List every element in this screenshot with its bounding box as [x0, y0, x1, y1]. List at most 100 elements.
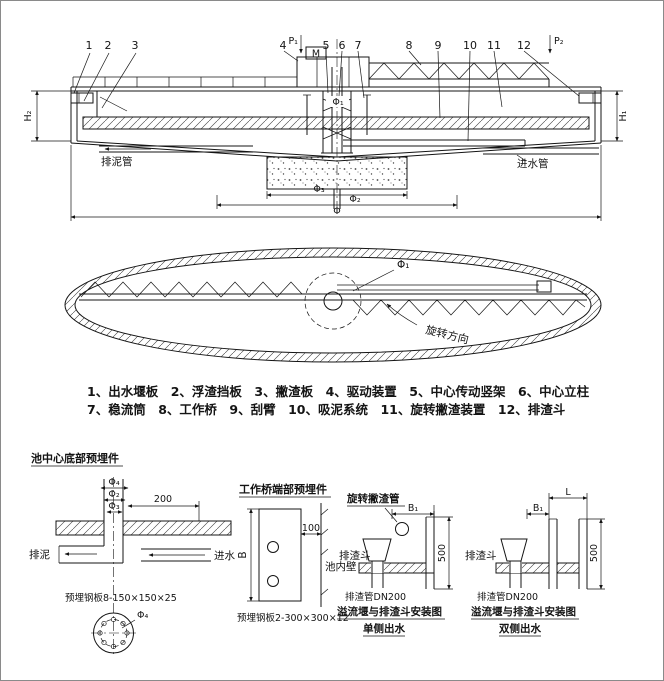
load-p1-label: P₁: [288, 36, 298, 47]
center-cage-plan: [304, 272, 362, 330]
detail-double-hopper-label: 排渣斗: [465, 549, 497, 562]
detail-phi4-label: Φ₄: [108, 477, 119, 488]
detail-phi3-label: Φ₃: [108, 501, 119, 512]
skimmer-pipe-section: [395, 522, 409, 536]
bridge-truss: [368, 62, 550, 87]
scum-hopper-right: [578, 92, 602, 104]
center-pipe-dims: [100, 486, 200, 521]
dim-500-single: [434, 516, 453, 590]
suction-pipe: [343, 139, 526, 147]
detail-double-500-label: 500: [589, 544, 600, 562]
diameter-dimensions: [70, 145, 602, 221]
detail-single-caption: 溢流堰与排渣斗安装图: [337, 605, 442, 618]
detail-double-l-label: L: [565, 487, 571, 498]
detail-center-base-title: 池中心底部预埋件: [31, 451, 119, 465]
scraper-arm-band: [82, 116, 590, 130]
inlet-pipe: [483, 147, 599, 162]
inlet-branch-pipe: [141, 548, 211, 562]
drain-pipe-label: 排泥管: [101, 155, 133, 168]
callout-12-label: 12: [517, 39, 531, 52]
dim-h-right-label: H₁: [618, 110, 629, 121]
detail-single-500-label: 500: [437, 544, 448, 562]
callout-2-label: 2: [105, 39, 112, 52]
weir-base-double-left: [495, 562, 550, 574]
dim-b: [247, 508, 259, 602]
detail-bridge-plate-note: 预埋钢板2-300×300×12: [237, 612, 349, 624]
load-p2-label: P₂: [554, 36, 564, 47]
rotation-arrow: [386, 303, 418, 326]
detail-bridge-end: 工作桥端部预埋件 100 B 池内壁 预埋钢板2-300×300×12: [237, 482, 357, 624]
scraper-arms-plan: [79, 281, 587, 316]
embedded-plate: [258, 508, 302, 602]
center-drain-pipe: [58, 479, 124, 564]
callout-8-label: 8: [406, 39, 413, 52]
motor-label: M: [312, 49, 320, 60]
weir-walls-double: [548, 518, 588, 589]
callout-9-label: 9: [435, 39, 442, 52]
handrail: [72, 76, 298, 87]
phi1-label-bg: [326, 96, 349, 107]
detail-200-label: 200: [154, 494, 172, 505]
callout-10-label: 10: [463, 39, 477, 52]
dim-b1-double: [526, 509, 550, 519]
inlet-pipe-label: 进水管: [517, 157, 549, 170]
weir-wall-single: [425, 511, 435, 589]
dim-500-double: [587, 518, 605, 590]
scum-hopper-single: [362, 538, 392, 562]
detail-single-outlet: 旋转撇渣管 B₁ 500 排渣斗 排渣管DN200 溢流堰与排渣斗安装图: [337, 492, 453, 637]
detail-double-b1-label: B₁: [533, 503, 544, 514]
rotation-direction-label: 旋转方向: [424, 322, 470, 346]
scum-hopper-double: [500, 538, 528, 562]
detail-single-pipe-label: 排渣管DN200: [345, 591, 406, 603]
plan-view: Φ₁ 旋转方向: [64, 247, 602, 363]
detail-single-subcaption: 单侧出水: [363, 622, 405, 635]
tank-rim-hatch: [65, 248, 601, 362]
detail-center-base: 池中心底部预埋件 Φ₄ Φ₂ Φ₃ 200: [29, 451, 235, 657]
dim-phi2-label: Φ₂: [349, 194, 360, 205]
detail-double-caption: 溢流堰与排渣斗安装图: [471, 605, 576, 618]
callout-leaders: [73, 50, 580, 142]
skimmer-pipe-leader: [384, 507, 398, 523]
callout-7-label: 7: [355, 39, 362, 52]
detail-bridge-end-title: 工作桥端部预埋件: [239, 482, 327, 496]
detail-inlet-label: 进水: [214, 550, 235, 562]
weir-base-single: [358, 562, 427, 574]
h-dimension-left: [31, 90, 71, 142]
inner-wall-label: 池内壁: [325, 560, 357, 573]
weir-base-double-mid: [556, 562, 580, 574]
tank-inner-rim: [74, 256, 592, 354]
flange-phi4-label: Φ₄: [137, 610, 148, 621]
detail-drain-label: 排泥: [29, 548, 50, 561]
dim-h-left-label: H₂: [23, 110, 34, 121]
center-pedestal: [266, 156, 408, 190]
detail-b-label: B: [237, 551, 249, 558]
callout-4-label: 4: [280, 39, 287, 52]
detail-single-b1-label: B₁: [408, 503, 419, 514]
legend-line-1: 1、出水堰板 2、浮渣挡板 3、撇渣板 4、驱动装置 5、中心传动竖架 6、中心…: [87, 384, 590, 399]
detail-double-pipe-label: 排渣管DN200: [477, 591, 538, 603]
callout-6-label: 6: [339, 39, 346, 52]
detail-phi2-label: Φ₂: [108, 489, 119, 500]
dim-phi1-label: Φ₁: [332, 97, 343, 108]
tank-outer-rim: [64, 247, 602, 363]
flange-detail: [91, 612, 136, 654]
detail-double-outlet: L B₁ 500 排渣斗 排渣管DN200 溢流堰与排渣斗安装图 双: [465, 487, 605, 637]
detail-double-subcaption: 双侧出水: [498, 622, 541, 635]
callout-11-label: 11: [487, 39, 501, 52]
phi1-leader: [352, 269, 395, 292]
callout-5-label: 5: [323, 39, 330, 52]
h-dimension-right: [601, 90, 623, 142]
bolt-hole-top: [267, 541, 279, 553]
callout-numbers: 1 2 3 4 5 6 7 8 9 10 11 12: [86, 39, 532, 52]
skimmer-pipe-plan: [337, 280, 552, 293]
drain-pipe: [99, 145, 253, 153]
bolt-hole-bottom: [267, 575, 279, 587]
section-view: M P₁ P₂ 1 2 3 4 5 6 7 8: [23, 35, 629, 221]
dim-phi-overall-label: Φ: [333, 206, 340, 217]
base-slab: [55, 520, 232, 536]
parts-legend: 1、出水堰板 2、浮渣挡板 3、撇渣板 4、驱动装置 5、中心传动竖架 6、中心…: [87, 384, 590, 417]
plan-phi1-label: Φ₁: [397, 259, 409, 271]
detail-center-plate-note: 预埋钢板8-150×150×25: [65, 592, 177, 604]
